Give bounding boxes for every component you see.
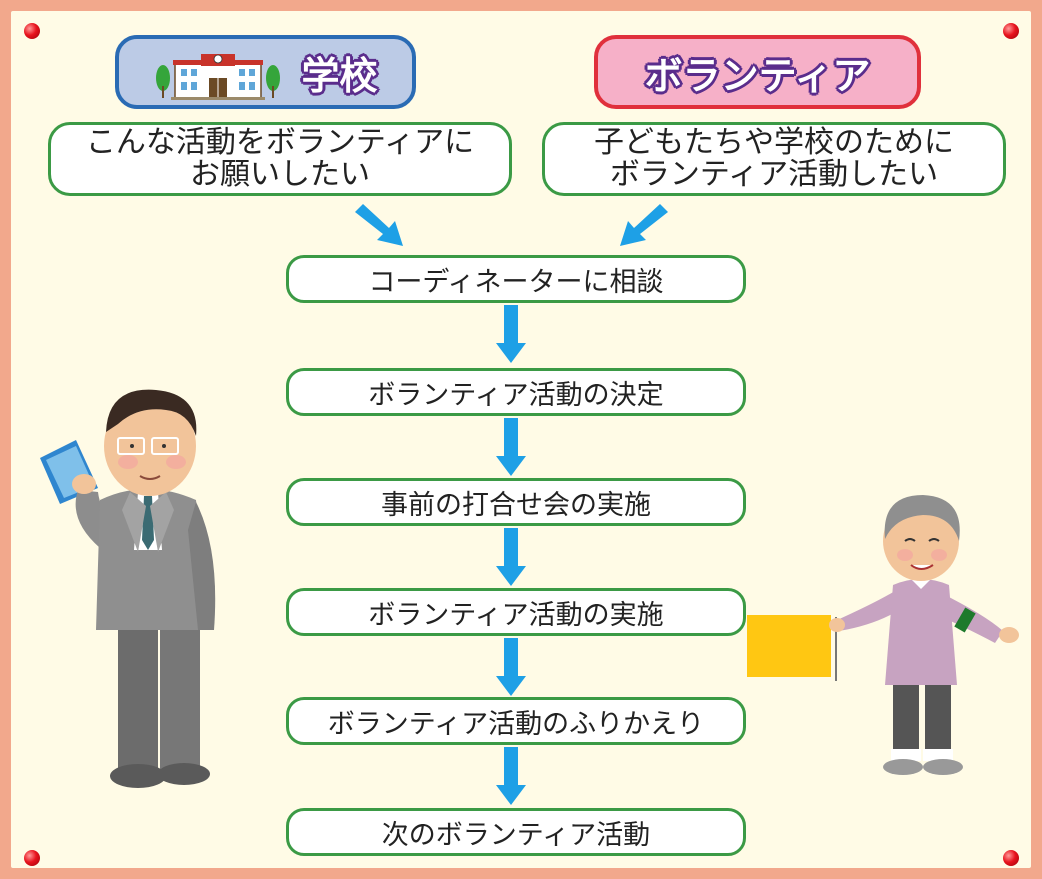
red-pushpin-icon [24,23,40,39]
step-box: ボランティア活動の実施 [286,588,746,636]
down-arrow [496,418,526,476]
volunteer-wish-box: 子どもたちや学校のために ボランティア活動したい [542,122,1006,196]
red-pushpin-icon [24,850,40,866]
volunteer-header-title: ボランティア [644,53,872,99]
volunteer-wish-line-2: ボランティア活動したい [609,157,939,192]
yellow-flag-icon [747,615,831,677]
volunteer-wish-line-1: 子どもたちや学校のために [594,125,954,160]
step-label: ボランティア活動の決定 [368,379,664,411]
elderly-volunteer-illustration [747,495,1019,775]
down-arrow [496,305,526,363]
school-request-line-2: お願いしたい [189,157,370,192]
red-pushpin-icon [1003,23,1019,39]
school-header-title: 学校 [300,53,378,99]
step-box: 次のボランティア活動 [286,808,746,856]
step-label: ボランティア活動の実施 [368,599,664,631]
step-box: コーディネーターに相談 [286,255,746,303]
step-label: ボランティア活動のふりかえり [327,708,705,740]
arrow-from-school [355,204,403,246]
school-building-icon [156,54,281,100]
volunteer-header: ボランティア [594,35,921,109]
school-header: 学校 [115,35,416,109]
down-arrow [496,528,526,586]
school-request-box: こんな活動をボランティアに お願いしたい [48,122,512,196]
arrow-from-volunteer [620,204,668,246]
step-label: 事前の打合せ会の実施 [381,489,651,521]
school-request-line-1: こんな活動をボランティアに [85,125,475,160]
step-box: ボランティア活動の決定 [286,368,746,416]
teacher-illustration [40,389,216,788]
down-arrow [496,638,526,696]
red-pushpin-icon [1003,850,1019,866]
down-arrow [496,747,526,805]
step-label: コーディネーターに相談 [368,266,664,298]
step-box: ボランティア活動のふりかえり [286,697,746,745]
step-box: 事前の打合せ会の実施 [286,478,746,526]
step-label: 次のボランティア活動 [381,819,651,851]
